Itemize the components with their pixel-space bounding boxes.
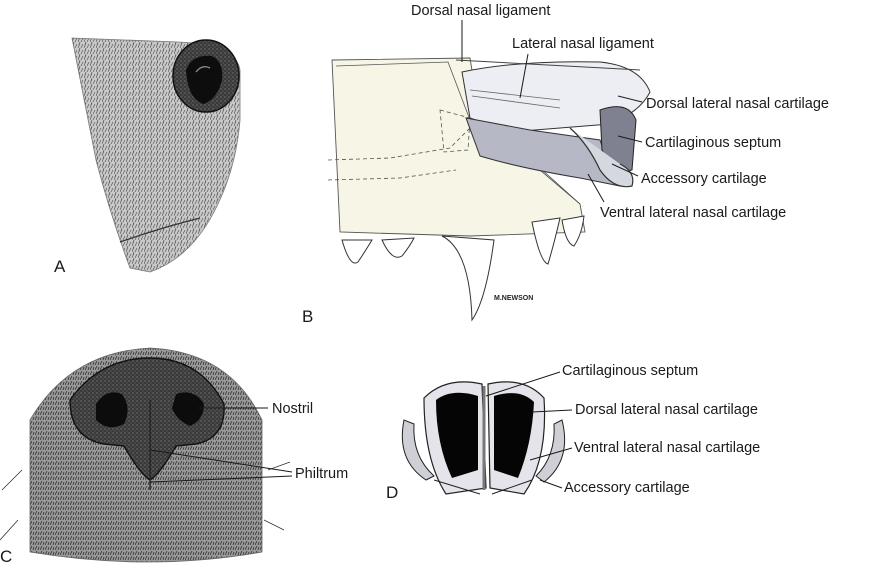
label-cartilaginous-septum-d: Cartilaginous septum: [562, 363, 698, 379]
label-ventral-lateral-nasal-cartilage-d: Ventral lateral nasal cartilage: [574, 440, 760, 456]
label-lateral-nasal-ligament: Lateral nasal ligament: [512, 36, 654, 52]
leader-lateral-nasal-ligament: [519, 53, 529, 99]
leader-dorsal-lateral-nasal-cartilage-d: [531, 409, 573, 413]
panel-b-illustration: [327, 57, 651, 322]
leader-ventral-lateral-nasal-cartilage-b: [587, 173, 605, 203]
panel-label-a: A: [54, 257, 66, 276]
leader-accessory-cartilage-b: [611, 163, 639, 177]
label-accessory-cartilage-d: Accessory cartilage: [564, 480, 690, 496]
label-philtrum: Philtrum: [295, 466, 348, 482]
label-accessory-cartilage-b: Accessory cartilage: [641, 171, 767, 187]
label-ventral-lateral-nasal-cartilage-b: Ventral lateral nasal cartilage: [600, 205, 786, 221]
panel-c-illustration: [0, 347, 291, 563]
artist-signature: M.NEWSON: [494, 295, 533, 302]
leader-philtrum: [149, 449, 293, 483]
panel-a-illustration: [71, 37, 241, 273]
leader-ventral-lateral-nasal-cartilage-d: [529, 447, 573, 461]
label-cartilaginous-septum-b: Cartilaginous septum: [645, 135, 781, 151]
leader-cartilaginous-septum-b: [617, 135, 643, 143]
label-dorsal-nasal-ligament: Dorsal nasal ligament: [411, 3, 550, 19]
panel-label-b: B: [302, 307, 313, 326]
label-dorsal-lateral-nasal-cartilage-d: Dorsal lateral nasal cartilage: [575, 402, 758, 418]
panel-label-c: C: [0, 547, 12, 566]
label-nostril: Nostril: [272, 401, 313, 417]
leader-accessory-cartilage-d: [539, 479, 563, 489]
leader-cartilaginous-septum-d: [485, 371, 561, 397]
panel-d-illustration: [401, 381, 566, 495]
leader-dorsal-lateral-nasal-cartilage-b: [617, 95, 643, 103]
panel-label-d: D: [386, 483, 398, 502]
label-dorsal-lateral-nasal-cartilage-b: Dorsal lateral nasal cartilage: [646, 96, 829, 112]
